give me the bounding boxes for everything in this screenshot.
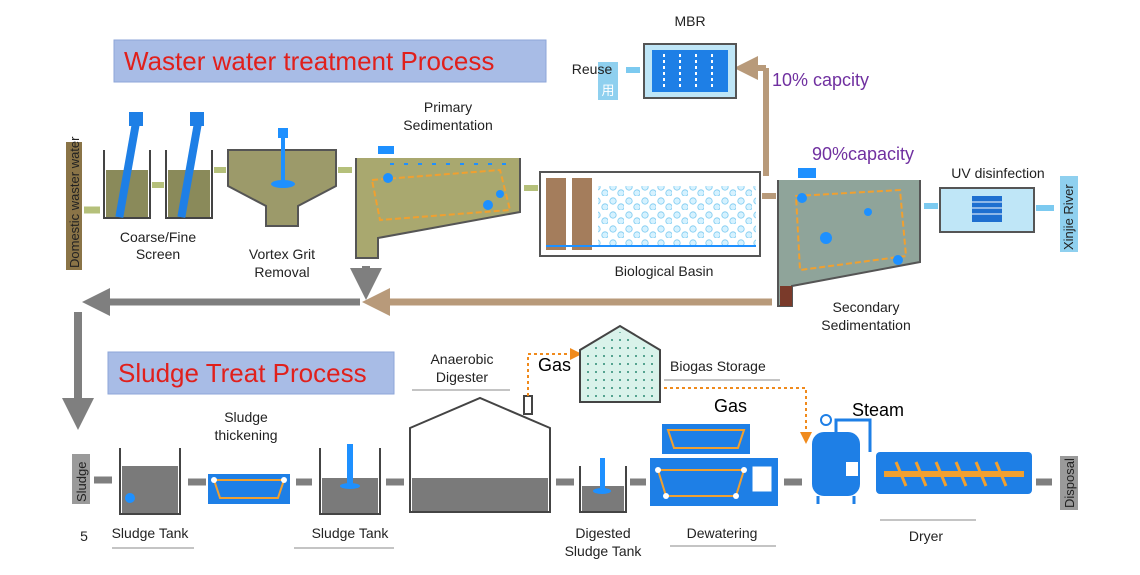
source-label: Domestic waster water [67,136,82,268]
mbr-unit [643,43,737,99]
primary-sedimentation-label-2: Sedimentation [403,117,493,133]
sludge-tank-1-label: Sludge Tank [112,525,190,541]
vortex-grit-tank [227,128,337,227]
sludge-tank-2-label: Sludge Tank [312,525,390,541]
page-number: 5 [80,528,88,544]
dewatering-press [650,424,778,506]
coarse-fine-screen [103,112,213,219]
wastewater-title-banner: Waster water treatment Process [113,39,547,83]
steam-label: Steam [852,400,904,420]
coarse-fine-screen-label-2: Screen [136,246,180,262]
disposal-bar: Disposal [1060,456,1078,510]
biogas-storage [579,324,661,403]
vortex-grit-label-2: Removal [254,264,309,280]
mbr-label: MBR [674,13,705,29]
reuse-label: Reuse [572,61,613,77]
digested-sludge-tank-label-1: Digested [575,525,630,541]
reuse-char: 用 [601,84,614,99]
sludge-source-label: Sludge [74,462,89,502]
secondary-sedimentation-label-2: Sedimentation [821,317,911,333]
sludge-source-bar: Sludge [72,454,90,504]
biological-basin-label: Biological Basin [615,263,714,279]
vortex-grit-label-1: Vortex Grit [249,246,315,262]
anaerobic-digester-label-1: Anaerobic [430,351,493,367]
digested-sludge-tank-label-2: Sludge Tank [565,543,643,559]
disposal-label: Disposal [1062,458,1077,508]
wastewater-title: Waster water treatment Process [124,46,494,76]
steam-boiler [812,414,872,504]
sludge-thickening-label-1: Sludge [224,409,268,425]
capacity-90-label: 90%capacity [812,144,914,164]
primary-sedimentation-label-1: Primary [424,99,472,115]
primary-sedimentation-tank [355,146,521,259]
gas-label-2: Gas [714,396,747,416]
river-label: Xinjie River [1061,184,1076,250]
gas-line-to-dryer [664,387,812,444]
sludge-title-banner: Sludge Treat Process [107,351,395,395]
dryer-unit [876,452,1032,494]
sludge-thickener [208,474,290,504]
uv-disinfection-label: UV disinfection [951,165,1044,181]
reuse-box: 用 [598,62,618,100]
secondary-sedimentation-label-1: Secondary [833,299,900,315]
secondary-sedimentation-tank [777,168,921,307]
biogas-storage-label: Biogas Storage [670,358,766,374]
capacity-10-label: 10% capcity [772,70,869,90]
uv-disinfection-unit [939,187,1035,233]
biological-basin [539,171,761,257]
sludge-thickening-label-2: thickening [214,427,277,443]
dryer-label: Dryer [909,528,944,544]
gas-label-1: Gas [538,355,571,375]
source-bar: Domestic waster water [66,136,82,270]
anaerobic-digester-label-2: Digester [436,369,488,385]
anaerobic-digester-tank [409,395,551,513]
digested-sludge-tank [579,458,627,513]
sludge-tank-2 [319,444,381,515]
sludge-tank-1 [119,448,181,515]
river-bar: Xinjie River [1060,176,1078,252]
coarse-fine-screen-label-1: Coarse/Fine [120,229,196,245]
dewatering-label: Dewatering [687,525,758,541]
sludge-title: Sludge Treat Process [118,358,367,388]
gas-line-to-storage [527,348,582,396]
